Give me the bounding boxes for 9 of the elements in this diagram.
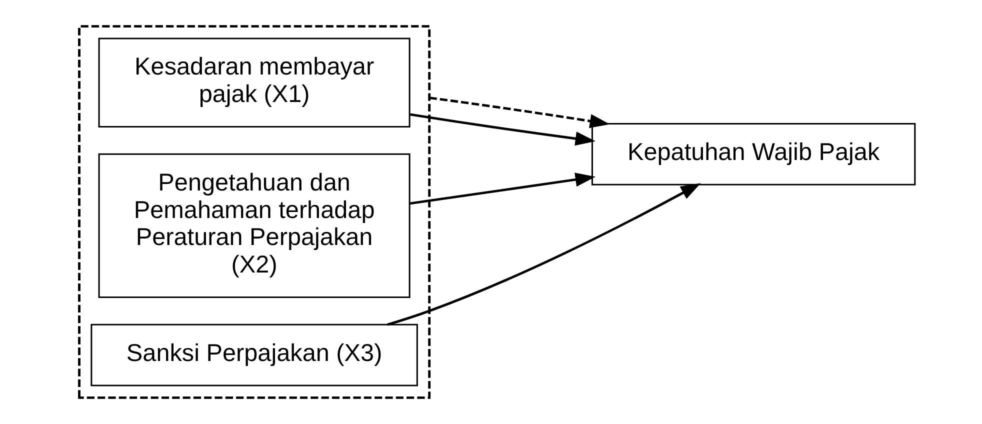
node-box: Kepatuhan Wajib Pajak <box>591 122 916 186</box>
node-box: Kesadaran membayar pajak (X1) <box>98 38 410 128</box>
cluster <box>78 25 431 399</box>
node-box: Sanksi Perpajakan (X3) <box>90 324 418 386</box>
node-box: Pengetahuan dan Pemahaman terhadap Peraturan Perpajakan (X2) <box>98 153 410 298</box>
arrow <box>387 183 701 326</box>
arrow <box>410 172 596 205</box>
arrow <box>410 113 596 146</box>
arrow <box>429 96 610 128</box>
